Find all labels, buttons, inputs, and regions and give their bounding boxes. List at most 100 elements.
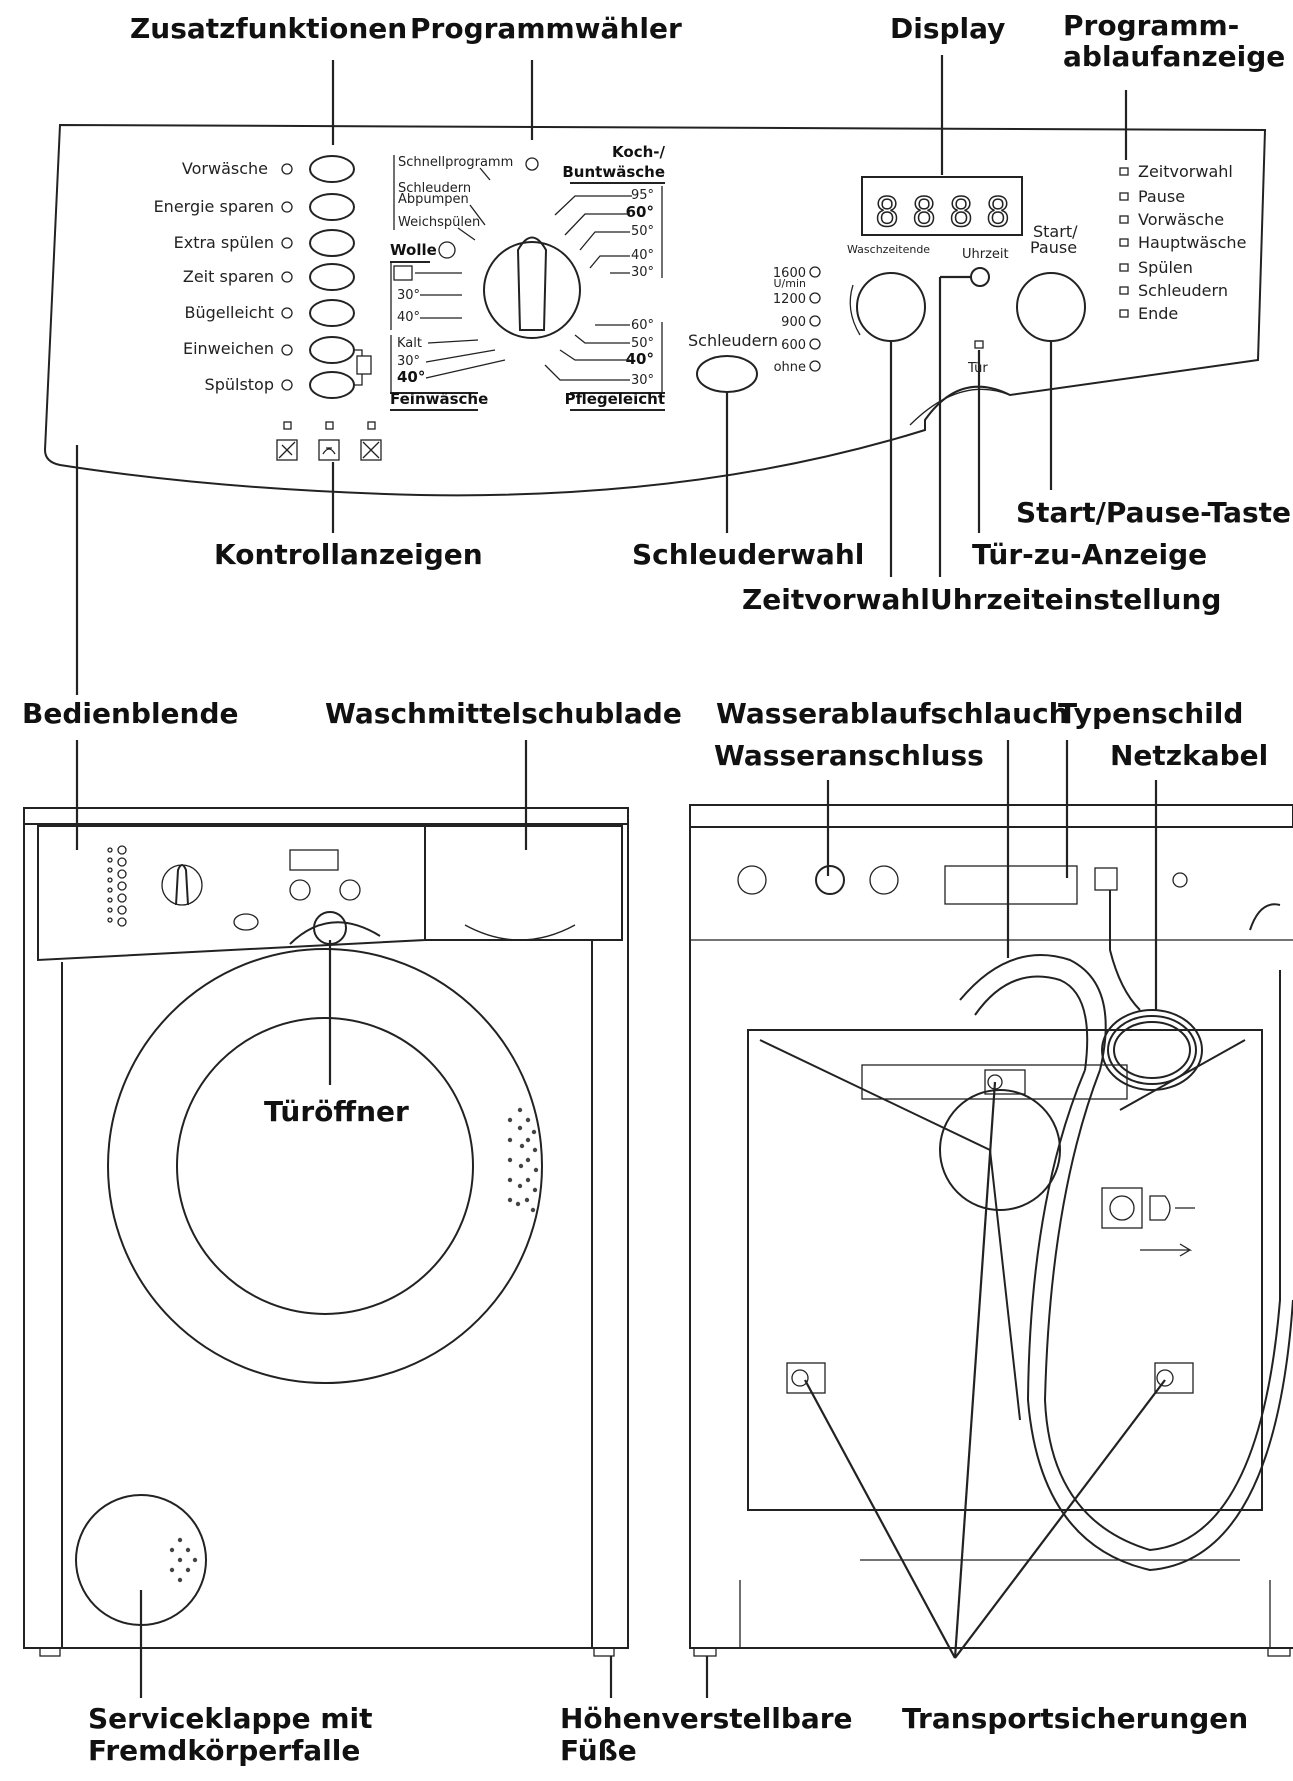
uhrzeit-button[interactable] [970, 267, 990, 287]
label-wasserablaufschlauch: Wasserablaufschlauch [716, 697, 1069, 730]
dial-weichspuelen: Weichspülen [398, 215, 480, 230]
label-fuesse-2: Füße [560, 1734, 637, 1767]
option-label-energie-sparen: Energie sparen [154, 197, 274, 216]
water-tap-icon [318, 439, 340, 461]
dial-wolle-40: 40° [397, 310, 420, 325]
label-zusatzfunktionen: Zusatzfunktionen [130, 12, 407, 45]
front-control-panel [37, 825, 426, 962]
dial-fein-30: 30° [397, 354, 420, 369]
label-start-pause-taste: Start/Pause-Taste [1016, 496, 1291, 529]
label-fuesse-1: Höhenverstellbare [560, 1702, 853, 1735]
label-display: Display [890, 12, 1005, 45]
option-label-vorwaesche: Vorwäsche [182, 159, 268, 178]
dial-pflegeleicht: Pflegeleicht [565, 390, 665, 408]
spin-ohne: ohne [774, 360, 806, 375]
tuer-label: Tür [967, 361, 988, 376]
label-wasseranschluss: Wasseranschluss [714, 739, 984, 772]
dial-koch-50: 50° [631, 224, 654, 239]
leader-transport-3 [954, 1379, 1166, 1659]
transport-bolt-left [786, 1362, 826, 1394]
spin-600: 600 [781, 338, 806, 353]
spin-1600: 1600 [773, 266, 806, 281]
start-pause-button[interactable] [1016, 272, 1086, 342]
spin-unit: U/min [773, 277, 806, 290]
dial-koch-60: 60° [626, 203, 654, 221]
back-panel [747, 1029, 1263, 1511]
dial-feinwaesche: Feinwäsche [390, 390, 488, 408]
dial-kalt: Kalt [397, 336, 422, 351]
front-door [107, 948, 543, 1384]
transport-bolt-right [1154, 1362, 1194, 1394]
option-label-zeit-sparen: Zeit sparen [183, 267, 274, 286]
label-service-2: Fremdkörperfalle [88, 1734, 360, 1767]
option-label-spuelstop: Spülstop [205, 375, 274, 394]
option-buttons: Vorwäsche Energie sparen Extra spülen Ze… [154, 155, 372, 399]
label-programmablauf-2: ablaufanzeige [1063, 40, 1285, 73]
label-programmablauf-1: Programm- [1063, 9, 1239, 42]
start-label-2: Pause [1030, 238, 1077, 257]
option-label-buegelleicht: Bügelleicht [184, 303, 274, 322]
knob-grip [516, 236, 548, 331]
label-zeitvorwahl: Zeitvorwahl [742, 583, 930, 616]
dial-abpumpen: Abpumpen [398, 192, 469, 207]
dial-pflege-40: 40° [626, 350, 654, 368]
label-waschmittelschublade: Waschmittelschublade [325, 697, 682, 730]
dial-schleudern: Schleudern [398, 181, 471, 196]
label-tueroeffner: Türöffner [264, 1095, 409, 1128]
water-inlet [815, 865, 845, 895]
dial-koch-2: Buntwäsche [562, 163, 665, 181]
dial-koch-40: 40° [631, 248, 654, 263]
option-button-ovals[interactable] [309, 155, 355, 399]
option-label-extra-spuelen: Extra spülen [174, 233, 274, 252]
label-service-1: Serviceklappe mit [88, 1702, 373, 1735]
dial-pflege-30: 30° [631, 373, 654, 388]
handwash-icon [393, 265, 413, 281]
dial-koch-95: 95° [631, 188, 654, 203]
programme-phases: Zeitvorwahl Pause Vorwäsche Hauptwäsche … [1119, 162, 1246, 323]
waschzeitende-knob[interactable] [856, 272, 926, 342]
filter-warning-icon [276, 439, 298, 461]
phase-hauptwaesche: Hauptwäsche [1138, 233, 1246, 252]
label-typenschild: Typenschild [1058, 697, 1243, 730]
leader-transport-2 [804, 1379, 956, 1659]
label-bedienblende: Bedienblende [22, 697, 239, 730]
phase-ende: Ende [1138, 304, 1178, 323]
spin-900: 900 [781, 315, 806, 330]
dial-koch-30: 30° [631, 265, 654, 280]
label-tuer-zu-anzeige: Tür-zu-Anzeige [972, 538, 1207, 571]
dial-koch-1: Koch-/ [612, 143, 665, 161]
uhrzeit-label: Uhrzeit [962, 247, 1009, 262]
phase-pause: Pause [1138, 187, 1185, 206]
label-schleuderwahl: Schleuderwahl [632, 538, 864, 571]
control-panel [43, 123, 1267, 497]
spin-1200: 1200 [773, 292, 806, 307]
label-uhrzeiteinstellung: Uhrzeiteinstellung [930, 583, 1221, 616]
program-selector-knob[interactable] [483, 241, 581, 339]
label-kontrollanzeigen: Kontrollanzeigen [214, 538, 483, 571]
type-plate [944, 865, 1078, 905]
einweichen-icon [356, 355, 372, 375]
tuer-led [974, 340, 984, 349]
dial-schnellprogramm: Schnellprogramm [398, 155, 513, 170]
waschzeitende-label: Waschzeitende [847, 243, 930, 256]
spin-label: Schleudern [688, 331, 778, 350]
phase-spuelen: Spülen [1138, 258, 1193, 277]
label-programmwaehler: Programmwähler [410, 12, 682, 45]
dial-pflege-50: 50° [631, 336, 654, 351]
power-cable-coil [1101, 1009, 1203, 1091]
phase-schleudern: Schleudern [1138, 281, 1228, 300]
label-netzkabel: Netzkabel [1110, 739, 1268, 772]
dial-fein-40: 40° [397, 368, 425, 386]
dial-wolle: Wolle [390, 241, 437, 259]
back-view [689, 804, 1293, 1657]
spin-button[interactable] [696, 355, 758, 393]
socket-icon [1101, 1187, 1143, 1229]
dial-wolle-30: 30° [397, 288, 420, 303]
leader-transport-1 [953, 1081, 997, 1659]
kontrollanzeigen-icons [276, 421, 382, 461]
dial-indicator-led [525, 157, 539, 171]
door-warning-icon [360, 439, 382, 461]
label-transportsicherungen: Transportsicherungen [902, 1702, 1248, 1735]
